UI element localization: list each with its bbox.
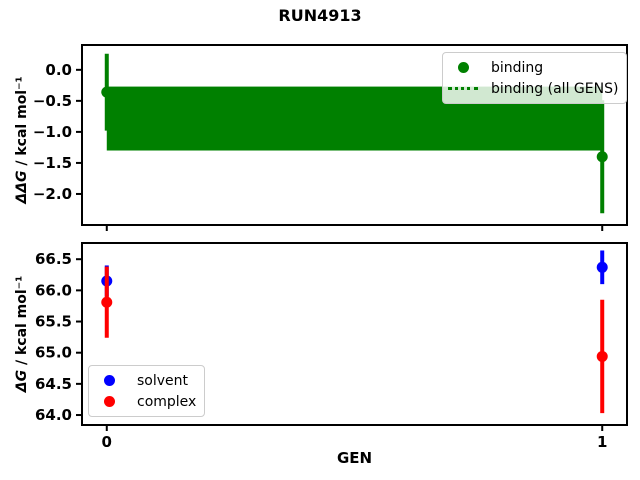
legend-bottom-plot: solvent complex	[88, 365, 206, 417]
legend-item-binding-all-gens: binding (all GENS)	[443, 78, 618, 99]
binding-point-gen1	[596, 151, 608, 163]
legend-handle	[443, 62, 483, 73]
legend-handle	[89, 375, 129, 386]
axes-frame	[81, 242, 628, 426]
dotted-line-icon	[448, 87, 478, 90]
y-tick-label: 65.5	[35, 313, 72, 331]
y-tick-label: −1.5	[33, 154, 72, 172]
legend-top-plot: binding binding (all GENS)	[442, 52, 628, 104]
y-tick-label: 0.0	[45, 61, 72, 79]
binding-marker-icon	[457, 62, 469, 73]
legend-label: complex	[137, 393, 197, 410]
bottom-y-axis-label: ΔG / kcal mol⁻¹	[12, 224, 32, 444]
y-tick-label: 65.0	[35, 344, 72, 362]
binding-point-gen0	[101, 86, 113, 98]
y-tick-label: 64.5	[35, 375, 72, 393]
legend-handle	[89, 396, 129, 407]
legend-handle	[443, 87, 483, 90]
solvent-point-gen1	[596, 261, 608, 273]
page-title: RUN4913	[278, 6, 362, 25]
y-tick-label: 66.0	[35, 281, 72, 299]
complex-point-gen1	[596, 350, 608, 362]
legend-label: binding	[491, 59, 544, 76]
y-tick-label: 64.0	[35, 406, 72, 424]
subplot-dg-components-vs-gen: 66.5 66.0 65.5 65.0 64.5 64.0 0 1	[35, 242, 628, 451]
complex-marker-icon	[103, 396, 115, 407]
legend-label: solvent	[137, 372, 189, 389]
legend-label: binding (all GENS)	[491, 80, 619, 97]
bottom-y-axis-label-units: / kcal mol⁻¹	[14, 275, 30, 370]
top-y-axis-label: ΔΔG / kcal mol⁻¹	[12, 30, 32, 250]
y-tick-label: −2.0	[33, 185, 72, 203]
legend-item-solvent: solvent	[89, 370, 196, 391]
y-tick-label: −1.0	[33, 123, 72, 141]
top-y-axis-label-math: ΔΔG	[14, 170, 30, 204]
bottom-y-axis-label-math: ΔG	[14, 369, 30, 393]
complex-point-gen0	[101, 296, 113, 308]
x-tick-label: 1	[597, 433, 607, 451]
legend-item-binding: binding	[443, 57, 618, 78]
legend-item-complex: complex	[89, 391, 196, 412]
solvent-marker-icon	[103, 375, 115, 386]
y-tick-label: 66.5	[35, 250, 72, 268]
top-y-axis-label-units: / kcal mol⁻¹	[14, 76, 30, 171]
axes-frame	[81, 44, 628, 226]
x-tick-label: 0	[102, 433, 112, 451]
y-tick-label: −0.5	[33, 92, 72, 110]
x-axis-label: GEN	[336, 449, 373, 467]
